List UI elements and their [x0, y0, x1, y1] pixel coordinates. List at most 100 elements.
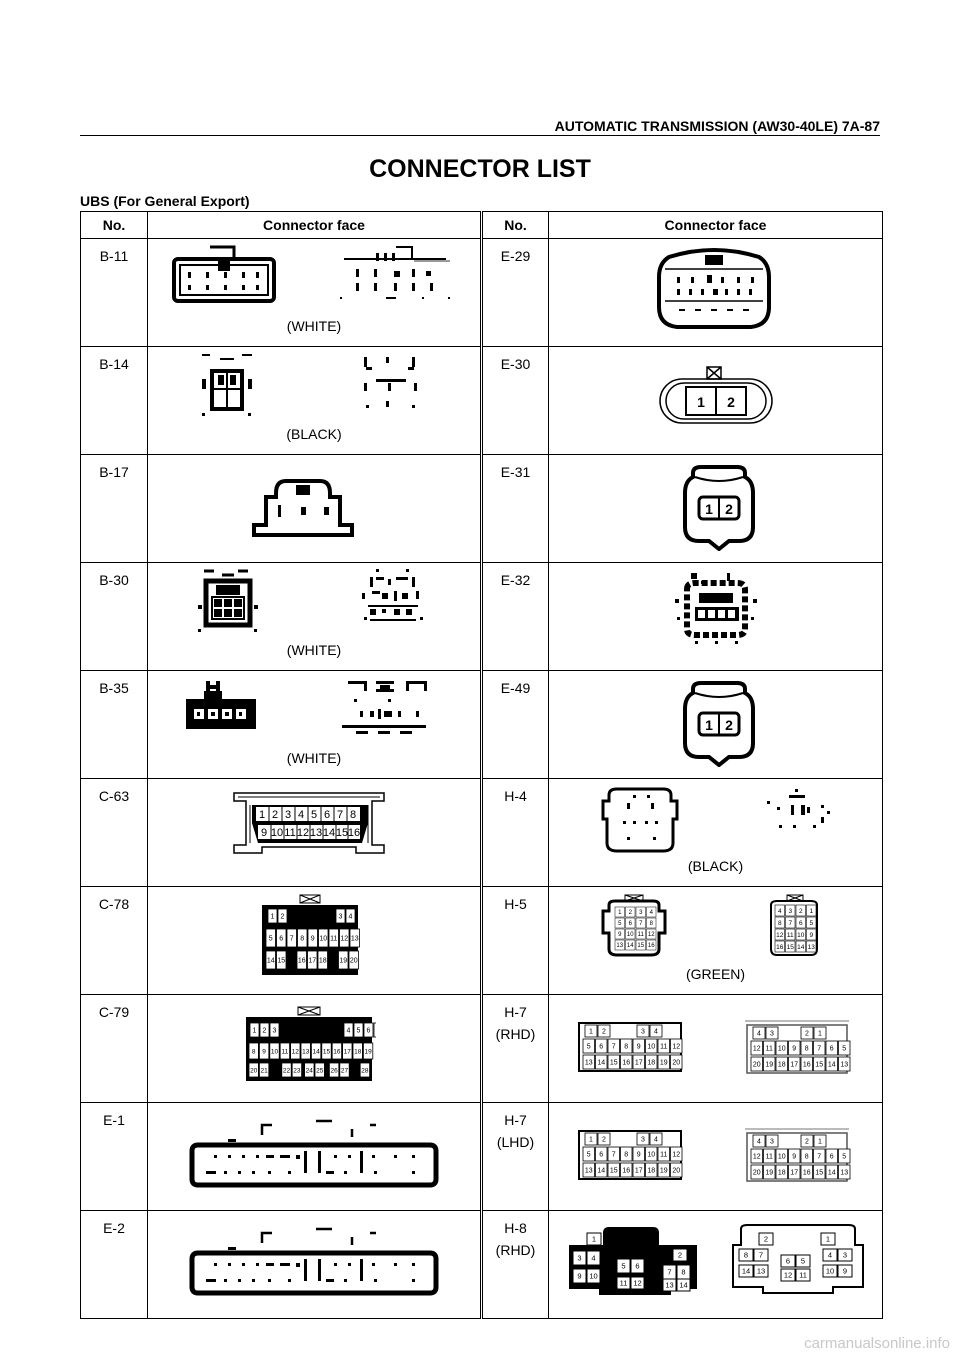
- connector-no: E-1: [80, 1102, 148, 1211]
- pin-label: 13: [585, 1168, 593, 1175]
- column-header-no: No.: [80, 211, 148, 239]
- connector-no-right: E-29: [481, 238, 549, 347]
- pin-cell: [317, 950, 328, 970]
- pin-label: 11: [799, 1271, 807, 1280]
- pin-cell: [752, 1134, 766, 1148]
- connector-no-label: E-32: [500, 572, 531, 588]
- pin-label: 5: [357, 1028, 361, 1035]
- connector-no-right: E-30: [481, 346, 549, 455]
- pin-label: 12: [753, 1046, 761, 1053]
- pin-label: 6: [629, 921, 633, 927]
- connector-no-right: H-7(RHD): [481, 994, 549, 1103]
- pin-cell: [248, 1062, 259, 1078]
- connector-b14-front-drawing: [202, 354, 252, 416]
- pin-cell: [632, 1146, 645, 1162]
- pin-cell: [291, 1062, 303, 1078]
- pin-label: 8: [744, 1251, 748, 1260]
- pin-cell: [595, 1038, 608, 1054]
- pin-label: 18: [778, 1062, 786, 1069]
- pin-label: 17: [635, 1060, 643, 1067]
- pin-cell: [780, 1254, 796, 1268]
- pin-label: 14: [797, 944, 805, 951]
- connector-e49-drawing: 1 2: [683, 681, 755, 767]
- header-rule: [80, 135, 880, 136]
- pin-cell: [645, 1038, 658, 1054]
- pin-label: 3: [843, 1251, 847, 1260]
- pin-label: 16: [803, 1062, 811, 1069]
- connector-face-cell: (WHITE): [147, 562, 483, 671]
- pin-cell: [329, 1062, 340, 1078]
- pin-label: 5: [618, 921, 622, 927]
- pin-label: 9: [262, 1048, 266, 1055]
- pin-label: 5: [587, 1152, 591, 1159]
- pin-label: 17: [635, 1168, 643, 1175]
- pin-label: 9: [618, 932, 622, 938]
- pin-cell: [335, 908, 346, 924]
- pin-label: 17: [790, 1170, 798, 1177]
- pin-cell: [597, 1132, 611, 1146]
- connector-no: B-14: [80, 346, 148, 455]
- pin-label: 7: [788, 920, 792, 927]
- pin-label: 1: [818, 1031, 822, 1038]
- connector-color: (WHITE): [286, 750, 342, 766]
- pin-cell: [753, 1264, 769, 1278]
- connector-face-cell-right: 1 2: [548, 454, 883, 563]
- pin-label: 19: [339, 958, 347, 965]
- pin-cell: [307, 950, 318, 970]
- connector-face-cell: (BLACK): [147, 346, 483, 455]
- pin-cell: [672, 1248, 688, 1262]
- pin-cell: [616, 1258, 631, 1274]
- pin-cell: [657, 1146, 670, 1162]
- pin-cell: [813, 1040, 826, 1056]
- pin-cell: [625, 939, 636, 951]
- pin-label: 10: [778, 1046, 786, 1053]
- pin-label: 11: [330, 936, 337, 943]
- pin-cell: [620, 1162, 633, 1178]
- pin-cell: [635, 917, 646, 929]
- pin-cell: [616, 1276, 631, 1290]
- pin-cell: [785, 916, 796, 929]
- pin-label: 4: [347, 1028, 351, 1035]
- column-header-face: Connector face: [147, 211, 483, 239]
- pin-label: 6: [830, 1046, 834, 1053]
- pin-label: 20: [250, 1067, 258, 1074]
- pin-cell: [780, 1268, 796, 1282]
- connector-no: B-30: [80, 562, 148, 671]
- pin-label: 1: [818, 1139, 822, 1146]
- pin-label: 15: [277, 958, 285, 965]
- column-header-no-right: No.: [481, 211, 549, 239]
- pin-label: 6: [599, 1044, 603, 1051]
- pin-label: 12: [340, 936, 348, 943]
- pin-label: 25: [316, 1067, 324, 1074]
- pin-label: 9: [809, 932, 813, 939]
- table-row: C-63 1 2 3 4 5 6: [80, 778, 883, 887]
- pin-cell: [775, 1148, 788, 1164]
- connector-table: No. Connector face No. Connector face B-…: [80, 211, 883, 1319]
- pin-label: 14: [312, 1048, 320, 1055]
- pin-label: 2: [725, 717, 733, 733]
- pin-cell: [607, 1162, 620, 1178]
- pin-cell: [813, 1026, 827, 1040]
- pin-cell: [788, 1056, 801, 1072]
- pin-cell: [795, 1268, 811, 1282]
- pin-cell: [753, 1248, 769, 1262]
- pin-cell: [795, 904, 806, 917]
- pin-label: 13: [808, 944, 816, 951]
- pin-cell: [788, 1148, 801, 1164]
- pin-grid: 1234567891011121314151617181920212223242…: [248, 1022, 376, 1078]
- pin-label: 12: [633, 1279, 641, 1288]
- pin-cell: [314, 1062, 325, 1078]
- pin-label: 5: [621, 1262, 625, 1271]
- pin-label: 9: [792, 1154, 796, 1161]
- connector-face-cell-right: 1 2: [548, 670, 883, 779]
- pin-cell: [646, 928, 657, 940]
- pin-cell: [752, 1026, 766, 1040]
- pin-label: 21: [260, 1067, 268, 1074]
- connector-variant: (RHD): [495, 1242, 536, 1258]
- connector-face-cell: (WHITE): [147, 238, 483, 347]
